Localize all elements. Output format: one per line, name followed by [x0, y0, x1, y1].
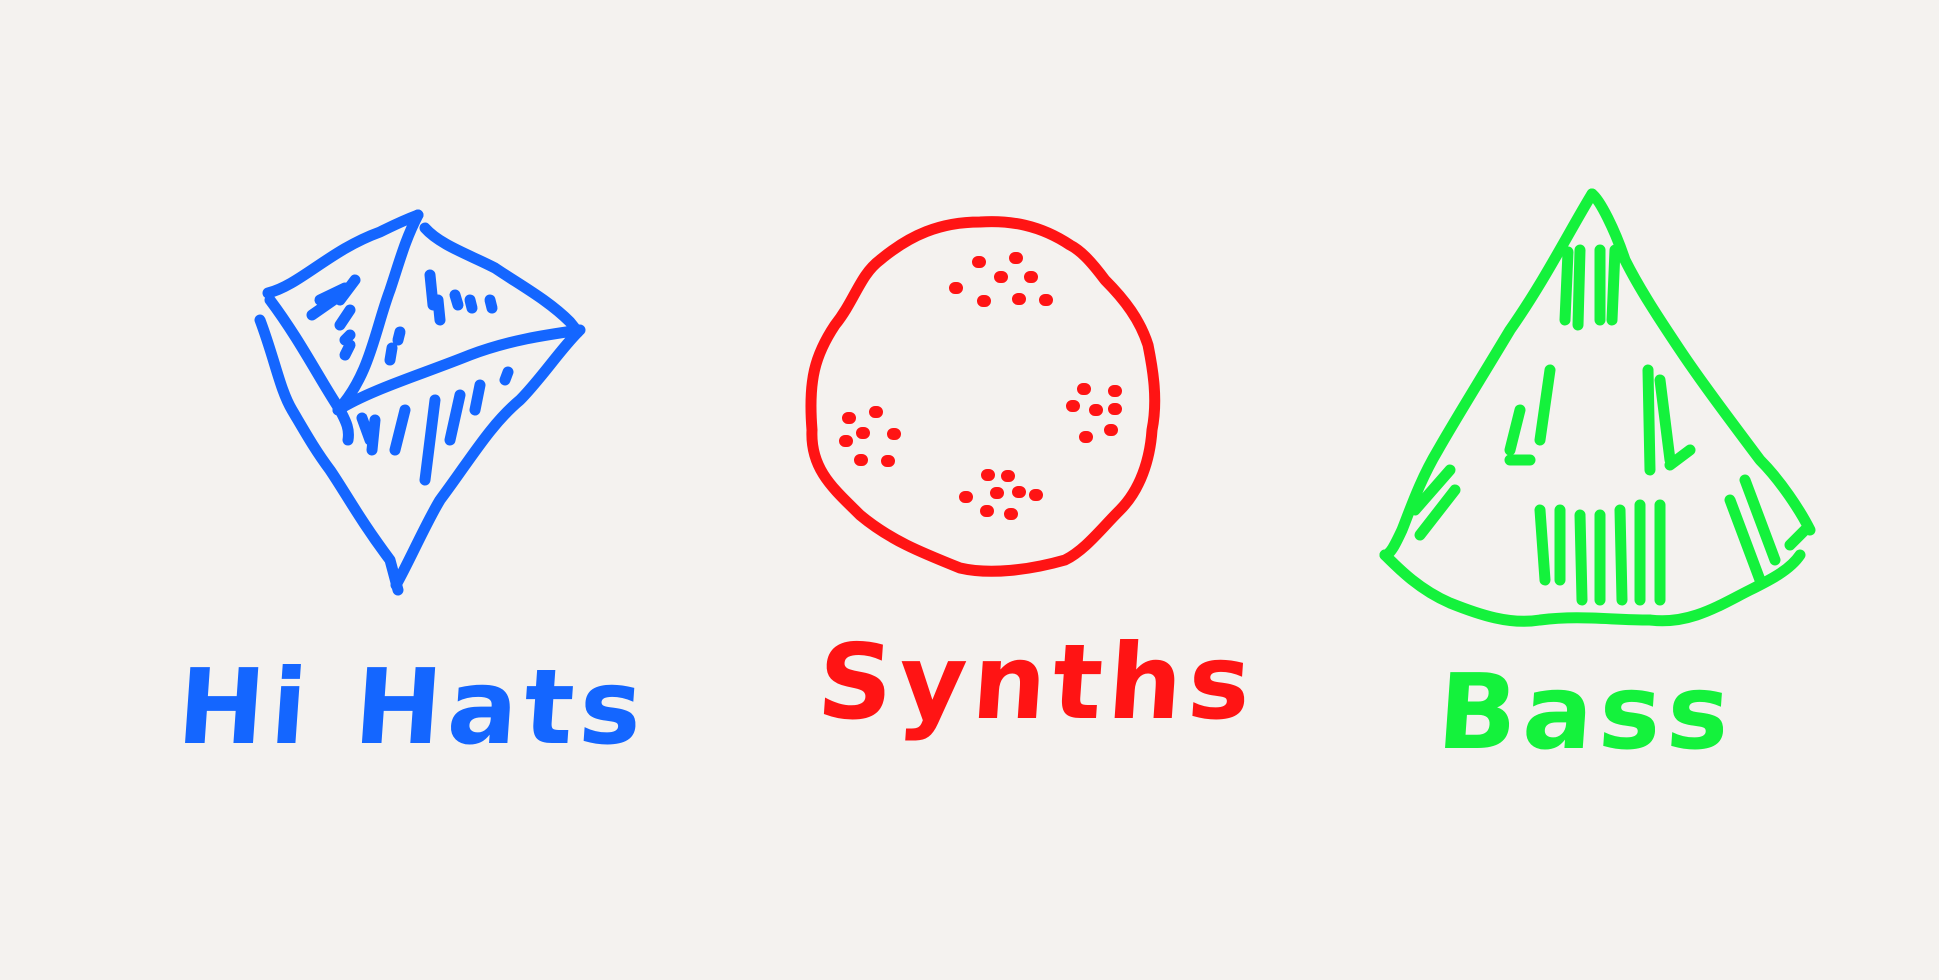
bass-label: Bass — [1433, 651, 1740, 773]
bass-cone-icon — [1379, 188, 1816, 627]
hi-hats-label: Hi Hats — [173, 646, 652, 768]
synth-circle-icon — [805, 216, 1161, 577]
hi-hat-diamond-icon — [254, 209, 586, 596]
synths-label: Synths — [813, 621, 1261, 743]
